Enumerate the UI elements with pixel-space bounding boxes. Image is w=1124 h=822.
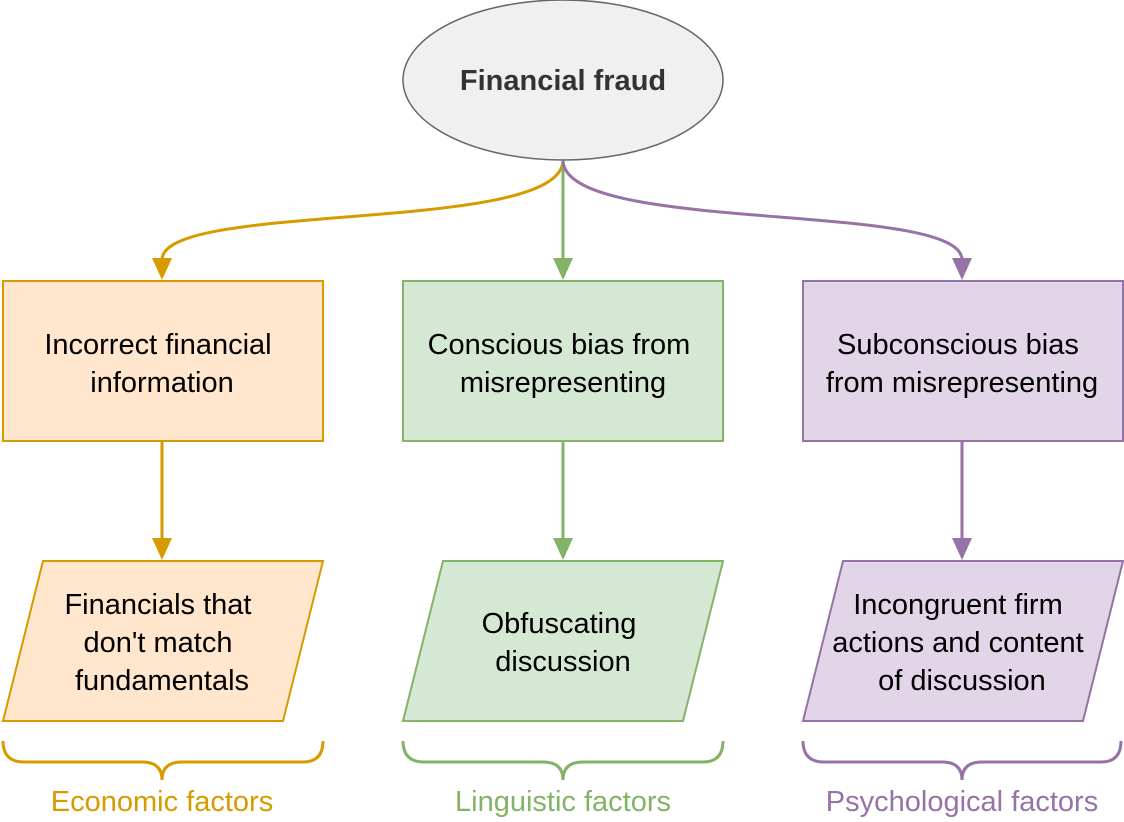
brace-linguistic: [401, 740, 725, 781]
factor-label-psychological: Psychological factors: [826, 786, 1098, 818]
root-connectors: [160, 159, 964, 261]
box-incorrect-financial-information: [2, 280, 324, 442]
column-linguistic: Conscious bias from misrepresenting Obfu…: [401, 258, 725, 818]
parallelogram-incongruent-actions: [801, 560, 1124, 722]
factor-label-economic: Economic factors: [51, 786, 273, 818]
column-psychological: Subconscious bias from misrepresenting I…: [801, 258, 1124, 818]
connector-psychological: [561, 159, 964, 261]
box-conscious-bias: [402, 280, 724, 442]
arrowhead-economic-top: [152, 258, 172, 280]
brace-psychological: [801, 740, 1123, 781]
arrowhead-psychological-top: [952, 258, 972, 280]
box-text-economic: Incorrect financial information: [44, 329, 279, 399]
box-text-psychological: Subconscious bias from misrepresenting: [826, 329, 1098, 399]
arrowhead-economic-bottom: [152, 538, 172, 560]
connector-economic: [160, 159, 565, 261]
para-text-psychological: Incongruent firm actions and content of …: [832, 589, 1092, 697]
parallelogram-financials-mismatch: [1, 560, 325, 722]
parallelogram-obfuscating-discussion: [401, 560, 725, 722]
box-text-linguistic: Conscious bias from misrepresenting: [428, 329, 699, 399]
arrowhead-linguistic-top: [553, 258, 573, 280]
box-subconscious-bias: [802, 280, 1124, 442]
factor-label-linguistic: Linguistic factors: [455, 786, 671, 818]
para-text-economic: Financials that don't match fundamentals: [64, 589, 259, 697]
column-economic: Incorrect financial information Financia…: [1, 258, 325, 818]
brace-economic: [1, 740, 325, 781]
arrowhead-psychological-bottom: [952, 538, 972, 560]
root-node: Financial fraud: [402, 0, 724, 161]
root-label: Financial fraud: [460, 65, 666, 97]
para-text-linguistic: Obfuscating discussion: [482, 608, 645, 678]
arrowhead-linguistic-bottom: [553, 538, 573, 560]
